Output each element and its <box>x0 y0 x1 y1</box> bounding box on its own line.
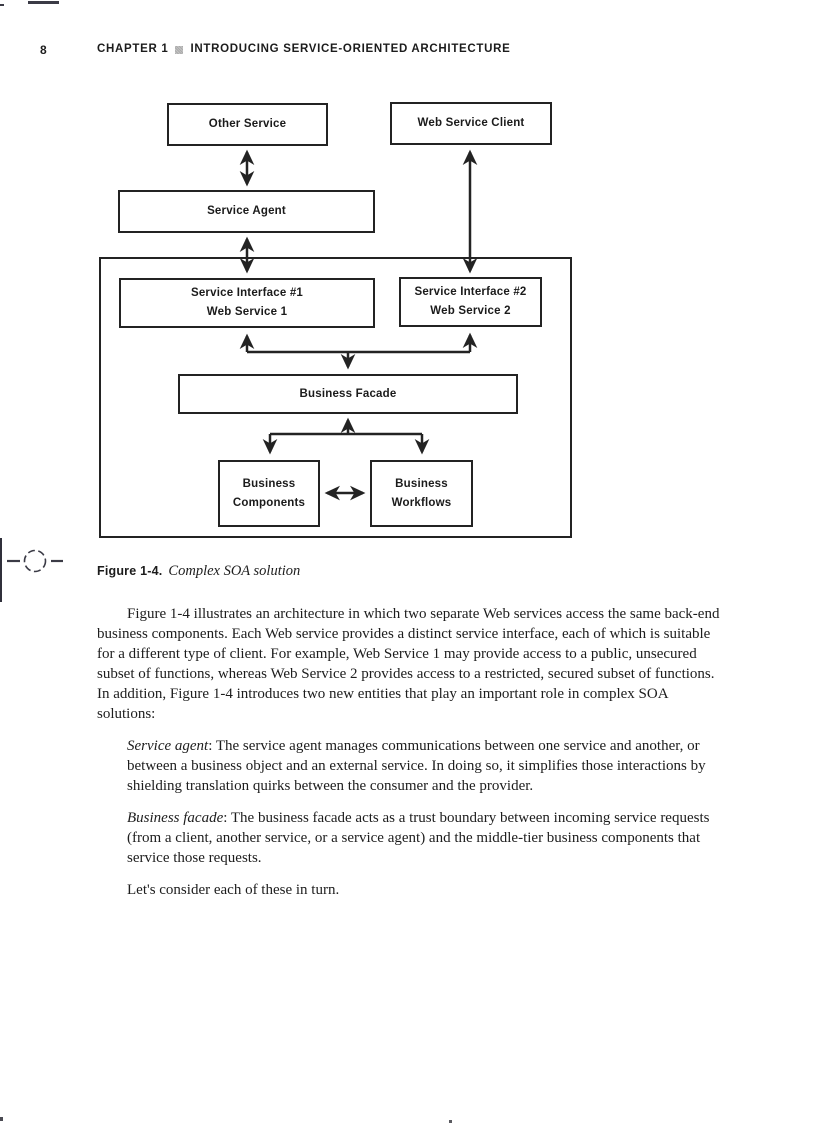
paragraph-intro: Figure 1-4 illustrates an architecture i… <box>97 606 720 722</box>
paragraph-business-facade-text: : The business facade acts as a trust bo… <box>127 810 710 866</box>
crop-tick-icon <box>0 4 4 6</box>
page-number: 8 <box>40 43 47 57</box>
node-business-components: Business Components <box>218 460 320 527</box>
soa-boundary-box <box>99 257 572 538</box>
node-other-service: Other Service <box>167 103 328 146</box>
chapter-title: INTRODUCING SERVICE-ORIENTED ARCHITECTUR… <box>190 43 511 55</box>
figure-caption: Figure 1-4. Complex SOA solution <box>97 562 300 580</box>
node-business-facade: Business Facade <box>178 374 518 414</box>
figure-caption-label: Figure 1-4. <box>97 564 163 578</box>
registration-mark-icon <box>7 549 63 573</box>
node-service-interface-2: Service Interface #2 Web Service 2 <box>399 277 542 327</box>
node-service-interface-1: Service Interface #1 Web Service 1 <box>119 278 375 328</box>
running-head: CHAPTER 1 INTRODUCING SERVICE-ORIENTED A… <box>97 43 511 56</box>
term-service-agent: Service agent <box>127 738 209 754</box>
figure-diagram: Other Service Web Service Client Service… <box>99 102 572 538</box>
chapter-separator-icon <box>175 45 184 54</box>
term-business-facade: Business facade <box>127 810 224 826</box>
paragraph-service-agent: Service agent: The service agent manages… <box>127 736 710 796</box>
diagram-arrows <box>239 149 478 501</box>
node-web-service-client: Web Service Client <box>390 102 552 145</box>
body-text: Figure 1-4 illustrates an architecture i… <box>97 604 722 912</box>
crop-tick-icon <box>0 1117 3 1121</box>
paragraph-service-agent-text: : The service agent manages communicatio… <box>127 738 706 794</box>
crop-mark-icon <box>28 1 59 4</box>
node-business-workflows: Business Workflows <box>370 460 473 527</box>
figure-caption-title: Complex SOA solution <box>168 563 301 579</box>
node-service-agent: Service Agent <box>118 190 375 233</box>
paragraph-business-facade: Business facade: The business facade act… <box>127 808 710 868</box>
chapter-label: CHAPTER 1 <box>97 43 169 55</box>
paragraph-closing: Let's consider each of these in turn. <box>127 882 340 898</box>
page-edge-mark <box>0 538 2 602</box>
crop-tick-icon <box>449 1120 452 1123</box>
